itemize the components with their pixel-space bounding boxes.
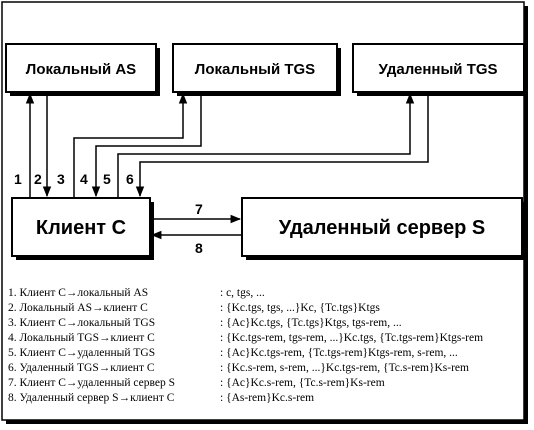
arrow-number-4: 4 bbox=[80, 171, 88, 187]
legend-message: : {Ac}Kc.tgs, {Tc.tgs}Ktgs, tgs-rem, ... bbox=[220, 317, 402, 329]
local-tgs-label: Локальный TGS bbox=[195, 61, 315, 78]
local-as-box bbox=[5, 43, 157, 93]
arrow-5 bbox=[117, 92, 415, 198]
legend-step: 8. Удаленный сервер S→клиент С bbox=[8, 392, 175, 404]
arrow-number-6: 6 bbox=[126, 171, 134, 187]
legend-message: : c, tgs, ... bbox=[220, 287, 265, 299]
arrow-number-3: 3 bbox=[57, 171, 65, 187]
legend-step: 7. Клиент С→удаленный сервер S bbox=[8, 377, 175, 389]
remote-tgs-label: Удаленный TGS bbox=[378, 61, 497, 78]
legend-message: : {Kc.tgs-rem, tgs-rem, ...}Kc.tgs, {Tc.… bbox=[220, 332, 484, 344]
legend-step: 4. Локальный TGS→клиент С bbox=[8, 332, 155, 344]
remote-tgs-box bbox=[352, 43, 525, 93]
arrow-number-8: 8 bbox=[195, 240, 203, 256]
legend-step: 5. Клиент С→удаленный TGS bbox=[8, 347, 156, 359]
legend-row: 6. Удаленный TGS→клиент С : {Kc.s-rem, s… bbox=[8, 361, 528, 376]
client-label: Клиент С bbox=[36, 217, 126, 239]
legend-step: 3. Клиент С→локальный TGS bbox=[8, 317, 156, 329]
legend-step: 6. Удаленный TGS→клиент С bbox=[8, 362, 155, 374]
arrow-number-2: 2 bbox=[34, 171, 42, 187]
legend-row: 1. Клиент С→локальный AS : c, tgs, ... bbox=[8, 286, 528, 301]
legend-row: 2. Локальный AS→клиент С : {Kc.tgs, tgs,… bbox=[8, 301, 528, 316]
arrow-number-7: 7 bbox=[195, 201, 203, 217]
legend-message: : {Ac}Kc.s-rem, {Tc.s-rem}Ks-rem bbox=[220, 377, 385, 389]
legend-row: 8. Удаленный сервер S→клиент С : {As-rem… bbox=[8, 391, 528, 406]
arrow-6 bbox=[135, 92, 429, 198]
legend-message: : {Kc.tgs, tgs, ...}Kc, {Tc.tgs}Ktgs bbox=[220, 302, 380, 314]
arrow-number-1: 1 bbox=[14, 171, 22, 187]
legend-message: : {As-rem}Kc.s-rem bbox=[220, 392, 315, 404]
local-as-label: Локальный AS bbox=[26, 61, 136, 78]
legend-row: 5. Клиент С→удаленный TGS : {Ac}Kc.tgs-r… bbox=[8, 346, 528, 361]
client-box bbox=[11, 197, 151, 257]
legend-step: 1. Клиент С→локальный AS bbox=[8, 287, 149, 299]
arrow-4 bbox=[91, 92, 202, 198]
local-tgs-box bbox=[172, 43, 338, 93]
remote-server-label: Удаленный сервер S bbox=[279, 217, 485, 239]
message-legend: 1. Клиент С→локальный AS : c, tgs, ... 2… bbox=[8, 286, 528, 406]
legend-row: 3. Клиент С→локальный TGS : {Ac}Kc.tgs, … bbox=[8, 316, 528, 331]
arrow-3 bbox=[73, 92, 188, 198]
remote-server-box bbox=[241, 197, 523, 257]
legend-step: 2. Локальный AS→клиент С bbox=[8, 302, 148, 314]
legend-row: 7. Клиент С→удаленный сервер S : {Ac}Kc.… bbox=[8, 376, 528, 391]
arrow-number-5: 5 bbox=[103, 171, 111, 187]
legend-message: : {Ac}Kc.tgs-rem, {Tc.tgs-rem}Ktgs-rem, … bbox=[220, 347, 458, 359]
legend-message: : {Kc.s-rem, s-rem, ...}Kc.tgs-rem, {Tc.… bbox=[220, 362, 469, 374]
legend-row: 4. Локальный TGS→клиент С : {Kc.tgs-rem,… bbox=[8, 331, 528, 346]
